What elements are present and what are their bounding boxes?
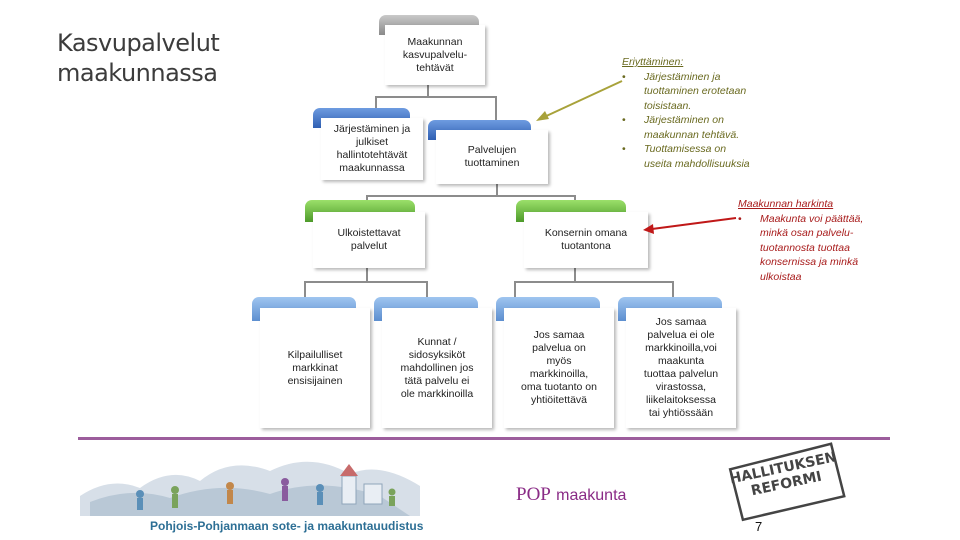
box-municipal-units: Kunnat / sidosyksiköt mahdollinen jos tä… xyxy=(382,308,492,428)
footer-caption: Pohjois-Pohjanmaan sote- ja maakuntauudi… xyxy=(150,519,424,533)
box-same-service-on-market: Jos samaa palvelua on myös markkinoilla,… xyxy=(504,308,614,428)
box-competitive-markets: Kilpailulliset markkinat ensisijainen xyxy=(260,308,370,428)
box-outsourced-services: Ulkoistettavat palvelut xyxy=(313,212,425,268)
pop-logo-part2: maakunta xyxy=(556,487,627,504)
box-service-production: Palvelujen tuottaminen xyxy=(436,130,548,184)
olive-arrow xyxy=(536,80,623,121)
separation-note-bullet: Järjestäminen ja tuottaminen erotetaan t… xyxy=(622,70,812,114)
government-reform-stamp: HALLITUKSEN REFORMI xyxy=(725,441,847,523)
box-group-production: Konsernin omana tuotantona xyxy=(524,212,648,268)
box-governance: Järjestäminen ja julkiset hallintotehtäv… xyxy=(321,118,423,180)
footer-illustration xyxy=(80,461,420,516)
box-no-market-service: Jos samaa palvelua ei ole markkinoilla,v… xyxy=(626,308,736,428)
pop-logo-part1: POP xyxy=(516,484,551,505)
separation-note-bullet: Järjestäminen on maakunnan tehtävä. xyxy=(622,113,812,142)
separation-note: Eriyttäminen: Järjestäminen ja tuottamin… xyxy=(622,55,812,171)
footer-divider xyxy=(78,437,890,440)
slide-title-line2: maakunnassa xyxy=(57,59,218,87)
discretion-note-bullet: Maakunta voi päättää, minkä osan palvelu… xyxy=(738,212,908,285)
slide-title: Kasvupalvelut maakunnassa xyxy=(57,28,220,88)
red-arrow xyxy=(643,217,737,234)
separation-note-heading: Eriyttäminen: xyxy=(622,56,684,68)
page-number: 7 xyxy=(755,519,763,534)
discretion-note: Maakunnan harkinta Maakunta voi päättää,… xyxy=(738,197,908,284)
pop-maakunta-logo: POP maakunta xyxy=(516,484,626,506)
slide-title-line1: Kasvupalvelut xyxy=(57,29,220,57)
box-root-growth-services: Maakunnan kasvupalvelu- tehtävät xyxy=(385,25,485,85)
discretion-note-heading: Maakunnan harkinta xyxy=(738,198,834,210)
separation-note-bullet: Tuottamisessa on useita mahdollisuuksia xyxy=(622,142,812,171)
